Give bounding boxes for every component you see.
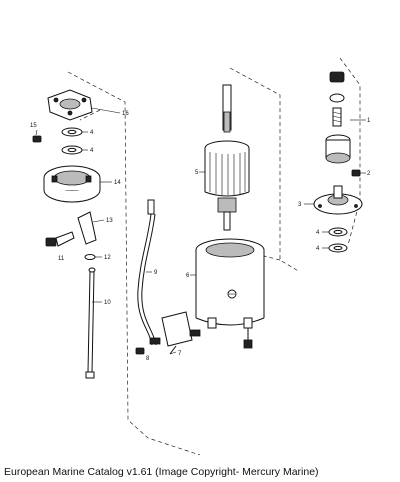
callout-13: 13 — [106, 218, 113, 224]
drive-end-plate[interactable] — [304, 185, 363, 215]
callout-12: 12 — [104, 255, 111, 261]
exploded-parts-diagram: 1 2 3 4 4 4 4 5 6 7 8 9 10 11 12 13 14 1… — [30, 57, 371, 455]
brush-holder-ring[interactable] — [43, 165, 112, 203]
washer-12[interactable] — [84, 254, 102, 260]
drive-nut[interactable] — [351, 169, 366, 177]
callout-9: 9 — [154, 270, 158, 276]
lead-wire[interactable] — [137, 199, 157, 346]
callout-labels: 1 2 3 4 4 4 4 5 6 7 8 9 10 11 12 13 14 1… — [30, 111, 371, 362]
callout-11: 11 — [58, 256, 65, 262]
callout-4-right-upper: 4 — [316, 230, 320, 236]
callout-5: 5 — [195, 170, 199, 176]
washer-right-lower[interactable] — [322, 243, 348, 253]
commutator-end-cap[interactable] — [47, 89, 121, 121]
armature[interactable] — [199, 84, 250, 231]
callout-4-right-lower: 4 — [316, 246, 320, 252]
callout-2: 2 — [367, 171, 371, 177]
callout-10: 10 — [104, 300, 111, 306]
washer-left-lower[interactable] — [61, 145, 88, 155]
washer-left-upper[interactable] — [61, 127, 88, 137]
brush-bracket[interactable] — [149, 311, 201, 355]
image-caption: European Marine Catalog v1.61 (Image Cop… — [4, 466, 319, 478]
brush-lead[interactable] — [77, 211, 105, 245]
frame-housing[interactable] — [190, 238, 265, 349]
screw-small[interactable] — [32, 129, 42, 143]
drive-assembly[interactable] — [325, 71, 366, 164]
callout-3: 3 — [298, 202, 302, 208]
callout-6: 6 — [186, 273, 190, 279]
callout-8: 8 — [146, 356, 150, 362]
through-bolt[interactable] — [85, 267, 102, 379]
callout-16: 16 — [122, 111, 129, 117]
bolt[interactable] — [45, 231, 75, 247]
callout-15: 15 — [30, 123, 37, 129]
nut[interactable] — [135, 347, 145, 355]
washer-right-upper[interactable] — [322, 227, 348, 237]
callout-4-left-upper: 4 — [90, 130, 94, 136]
callout-4-left-lower: 4 — [90, 148, 94, 154]
callout-14: 14 — [114, 180, 121, 186]
callout-7: 7 — [178, 351, 182, 357]
callout-1: 1 — [367, 118, 371, 124]
